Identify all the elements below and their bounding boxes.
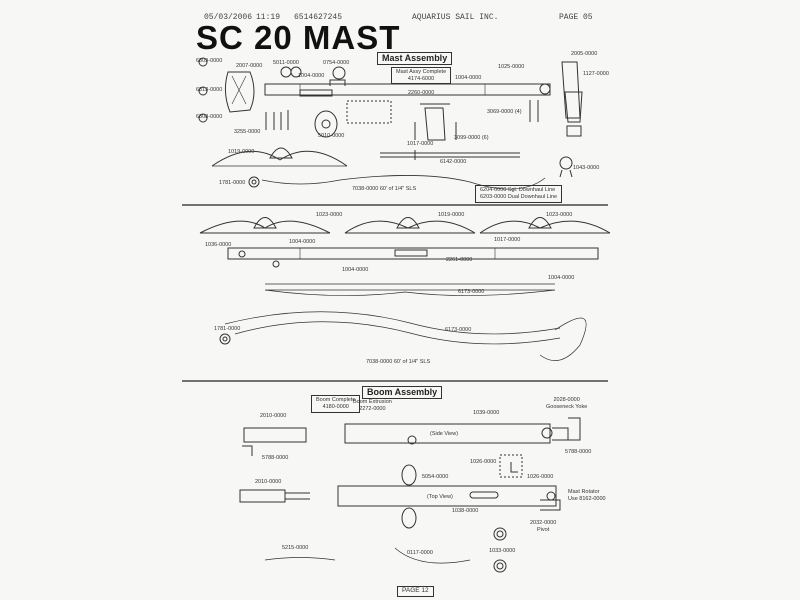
part-label: 5054-0000 — [422, 474, 449, 480]
part-label: 1033-0000 — [489, 548, 516, 554]
part-label: 7038-0000 60' of 1/4" SLS — [366, 359, 431, 365]
boom-complete-label: Boom Complete — [316, 397, 356, 403]
mast-rotator-group: Mast Rotator Use 8162-0000 — [568, 489, 606, 503]
part-label: 1043-0000 — [573, 165, 600, 171]
part-label: 6204-0000 Sgl. Downhaul Line — [480, 187, 556, 193]
part-label: 2032-0000 — [530, 520, 557, 526]
part-label: 5788-0000 — [262, 455, 289, 461]
part-label: 1004-0000 — [289, 239, 316, 245]
part-label: 1038-0000 — [452, 508, 479, 514]
mast-rotator-label: Mast Rotator — [568, 489, 600, 495]
part-label: 3255-0000 — [234, 129, 261, 135]
footer-page-number: PAGE 12 — [397, 586, 434, 597]
pivot-group: 2032-0000 Pivot — [530, 520, 556, 534]
part-label: 1004-0000 — [342, 267, 369, 273]
part-label: 3099-0000 (6) — [454, 135, 489, 141]
part-label: 1017-0000 — [407, 141, 434, 147]
part-label: 5011-0000 — [273, 60, 299, 66]
part-label: 0117-0000 — [407, 550, 433, 556]
masthead-fitting — [225, 72, 254, 112]
boom-extrusion-part: 2272-0000 — [359, 405, 386, 412]
boom-extrusion-label: Boom Extrusion — [353, 399, 392, 405]
part-label: 7038-0000 60' of 1/4" SLS — [352, 186, 417, 192]
boom-complete-part: 4180-0000 — [322, 403, 349, 410]
part-label: 2010-0000 — [255, 479, 282, 485]
boom-top-view — [338, 486, 556, 506]
part-label: 1023-0000 — [316, 212, 343, 218]
part-label: 1026-0000 — [527, 474, 554, 480]
mast-complete-label: Mast Assy Complete — [396, 69, 447, 75]
part-label: 6203-0000 Dual Downhaul Line — [480, 193, 558, 200]
part-label: 6808-0000 — [196, 114, 223, 120]
mast-plate — [425, 108, 445, 140]
mast-step — [562, 62, 580, 118]
mast-complete-box: Mast Assy Complete 4174-6000 — [391, 67, 452, 85]
part-label: 2007-0000 — [236, 63, 263, 69]
part-label: 1004-0000 — [455, 75, 482, 81]
mid-mast-tube — [228, 248, 598, 259]
part-label: 1023-0000 — [546, 212, 573, 218]
header-fax: 6514627245 — [294, 13, 343, 22]
block-pulley — [315, 111, 337, 137]
part-label: 1019-0000 — [228, 149, 255, 155]
header-time: 11:19 — [256, 13, 281, 22]
part-label: 1019-0000 — [438, 212, 465, 218]
part-label: 1004-0000 — [298, 73, 325, 79]
spreader-diamond — [270, 148, 292, 158]
gooseneck-group: 2028-0000 Gooseneck Yoke — [546, 397, 587, 411]
part-label: 1036-0000 — [205, 242, 232, 248]
part-label: 5788-0000 — [565, 449, 592, 455]
part-label: 1025-0000 — [498, 64, 525, 70]
part-label: 2010-0000 — [260, 413, 287, 419]
part-label: 6813-0000 — [196, 87, 223, 93]
part-label: 6173-0000 — [458, 289, 485, 295]
boom-side-view — [345, 424, 550, 443]
gooseneck-label: Gooseneck Yoke — [546, 403, 588, 410]
header-page: PAGE 05 — [559, 13, 593, 22]
part-label: 2260-0000 — [408, 90, 435, 96]
part-label: 6142-0000 — [440, 159, 467, 165]
part-label: 1004-0000 — [548, 275, 575, 281]
boom-complete-box: Boom Complete 4180-0000 — [311, 395, 361, 413]
part-label: 6173-0000 — [445, 327, 472, 333]
part-label: 1039-0000 — [473, 410, 500, 416]
part-label: 2005-0000 — [571, 51, 598, 57]
side-view-label: (Side View) — [430, 431, 459, 437]
part-label: 5010-0000 — [318, 133, 345, 139]
page-title: SC 20 MAST — [196, 19, 401, 56]
mast-complete-part: 4174-6000 — [407, 75, 435, 82]
part-label: 6809-0000 — [196, 58, 223, 64]
part-label: 1017-0000 — [494, 237, 521, 243]
part-label: 2261-0000 — [446, 257, 473, 263]
header-company: AQUARIUS SAIL INC. — [412, 13, 499, 22]
top-view-label: (Top View) — [427, 494, 453, 500]
part-note: Pivot — [537, 526, 550, 533]
part-label: 1781-0000 — [219, 180, 246, 186]
part-label: 5215-0000 — [282, 545, 309, 551]
part-label: 0754-0000 — [323, 60, 350, 66]
mast-assembly-heading: Mast Assembly — [377, 52, 453, 65]
part-label: 1026-0000 — [470, 459, 497, 465]
part-label: 3069-0000 (4) — [487, 109, 522, 115]
gooseneck-part: 2028-0000 — [553, 397, 580, 403]
boom-extrusion-group: Boom Extrusion 2272-0000 — [353, 399, 392, 413]
boom-assembly-heading: Boom Assembly — [362, 386, 443, 399]
header-date: 05/03/2006 — [204, 13, 253, 22]
mast-rotator-part: Use 8162-0000 — [568, 495, 606, 502]
part-label: 1781-0000 — [214, 326, 241, 332]
part-label: 1127-0000 — [583, 71, 609, 77]
downhaul-box: 6204-0000 Sgl. Downhaul Line 6203-0000 D… — [475, 185, 563, 203]
